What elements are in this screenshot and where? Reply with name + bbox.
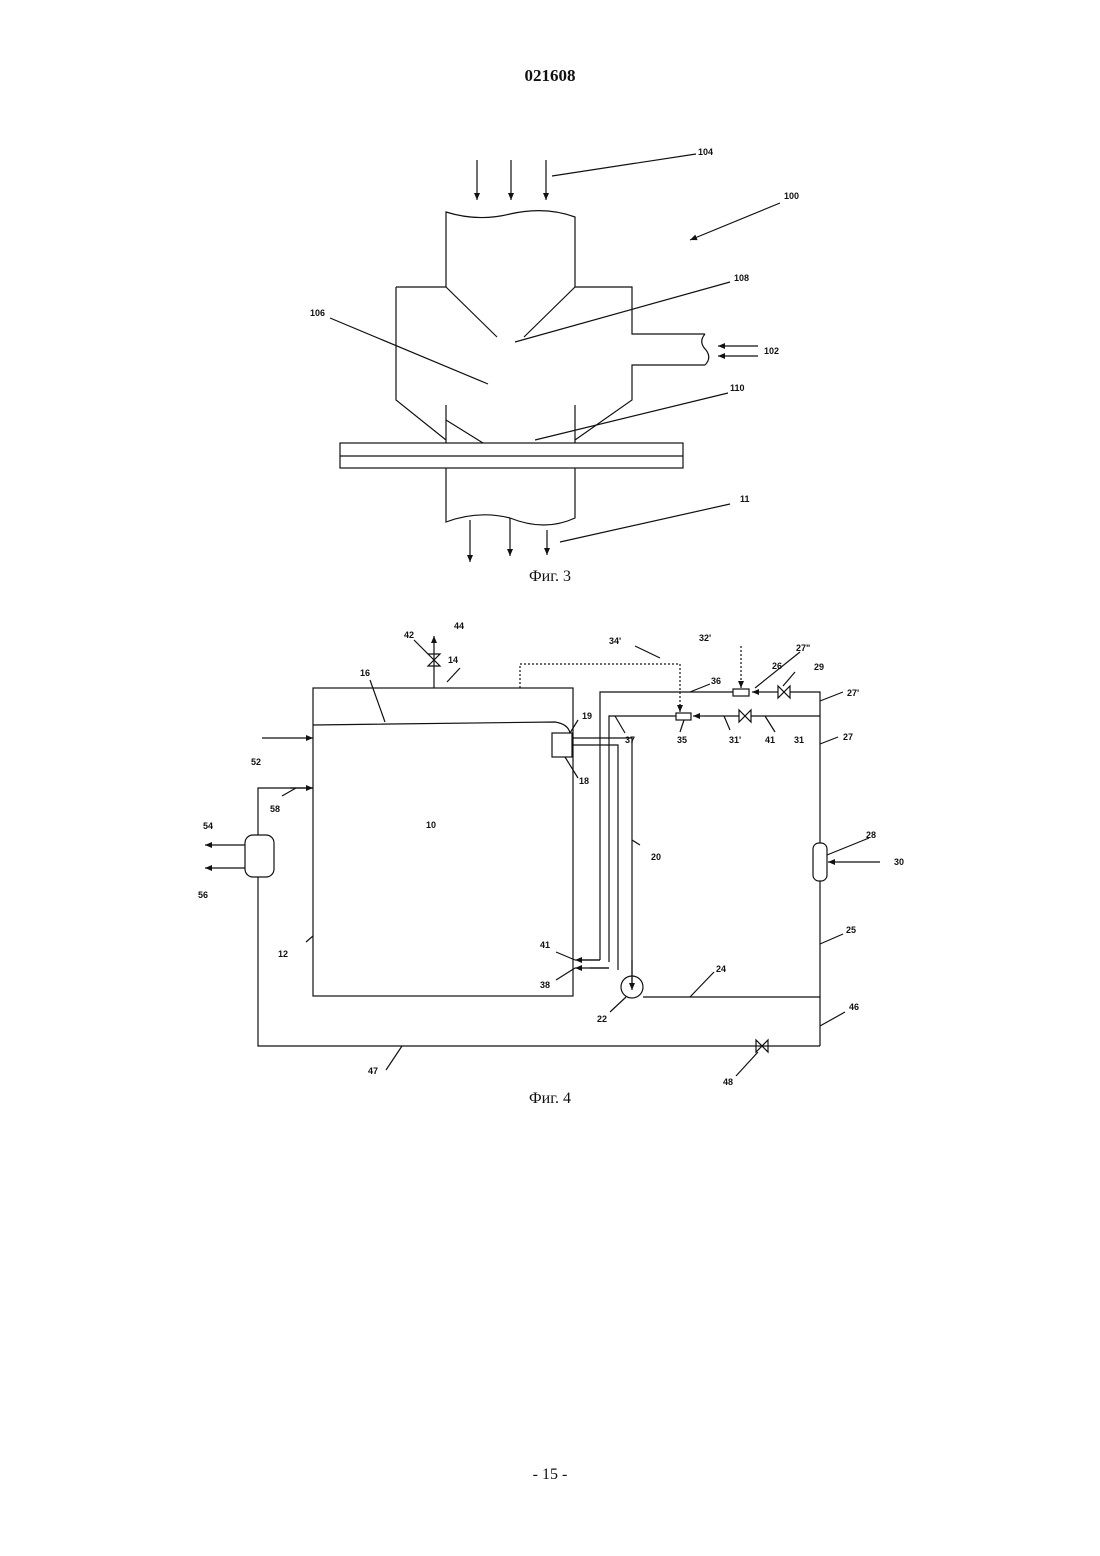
nozzle-left xyxy=(446,420,483,443)
label-110: 110 xyxy=(730,383,745,393)
label-56: 56 xyxy=(198,890,208,900)
overflow-18 xyxy=(552,733,572,757)
label-26: 26 xyxy=(772,661,782,671)
label-18: 18 xyxy=(579,776,589,786)
label-19: 19 xyxy=(582,711,592,721)
label-25: 25 xyxy=(846,925,856,935)
inner-cone-right xyxy=(524,287,575,337)
valve-29 xyxy=(778,686,790,698)
valve-41 xyxy=(739,710,751,722)
label-30: 30 xyxy=(894,857,904,867)
label-31p: 31' xyxy=(729,735,741,745)
label-27p: 27' xyxy=(847,688,859,698)
label-11: 11 xyxy=(740,494,750,504)
label-102: 102 xyxy=(764,346,779,356)
figure-4-drawing: 42 44 14 16 34' 32' 27" 26 29 27' 36 19 … xyxy=(198,621,904,1087)
label-52: 52 xyxy=(251,757,261,767)
lower-pipe xyxy=(446,468,575,525)
label-14: 14 xyxy=(448,655,458,665)
label-27: 27 xyxy=(843,732,853,742)
label-20: 20 xyxy=(651,852,661,862)
label-48: 48 xyxy=(723,1077,733,1087)
heater-28 xyxy=(813,843,827,881)
label-104: 104 xyxy=(698,147,713,157)
label-47: 47 xyxy=(368,1066,378,1076)
mixer-35 xyxy=(676,713,691,720)
line-58 xyxy=(258,788,313,835)
page-number: - 15 - xyxy=(0,1466,1100,1484)
label-58: 58 xyxy=(270,804,280,814)
label-27pp: 27" xyxy=(796,643,810,653)
label-38: 38 xyxy=(540,980,550,990)
label-31: 31 xyxy=(794,735,804,745)
figure-4-caption: Фиг. 4 xyxy=(0,1090,1100,1108)
label-32p: 32' xyxy=(699,633,711,643)
figure-3-caption: Фиг. 3 xyxy=(0,568,1100,586)
label-44: 44 xyxy=(454,621,464,631)
liquid-level-16 xyxy=(313,722,570,733)
line-36 xyxy=(600,692,733,960)
label-46: 46 xyxy=(849,1002,859,1012)
label-36: 36 xyxy=(711,676,721,686)
line-47 xyxy=(258,876,820,1046)
figure-3-drawing: 104 100 108 106 102 110 11 xyxy=(310,147,799,562)
label-108: 108 xyxy=(734,273,749,283)
label-42: 42 xyxy=(404,630,414,640)
vessel-12 xyxy=(313,688,573,996)
label-12: 12 xyxy=(278,949,288,959)
line-37 xyxy=(609,716,676,962)
side-inlet-break xyxy=(702,334,709,365)
label-34p: 34' xyxy=(609,636,621,646)
label-24: 24 xyxy=(716,964,726,974)
inner-cone-left xyxy=(446,287,497,337)
label-100: 100 xyxy=(784,191,799,201)
label-106: 106 xyxy=(310,308,325,318)
separator xyxy=(245,835,274,877)
label-41-upper: 41 xyxy=(765,735,775,745)
label-10: 10 xyxy=(426,820,436,830)
label-37: 37 xyxy=(625,735,635,745)
label-28: 28 xyxy=(866,830,876,840)
label-35: 35 xyxy=(677,735,687,745)
label-41-lower: 41 xyxy=(540,940,550,950)
label-16: 16 xyxy=(360,668,370,678)
label-22: 22 xyxy=(597,1014,607,1024)
mixer-26 xyxy=(733,689,749,696)
label-29: 29 xyxy=(814,662,824,672)
label-54: 54 xyxy=(203,821,213,831)
upper-pipe xyxy=(446,211,575,287)
